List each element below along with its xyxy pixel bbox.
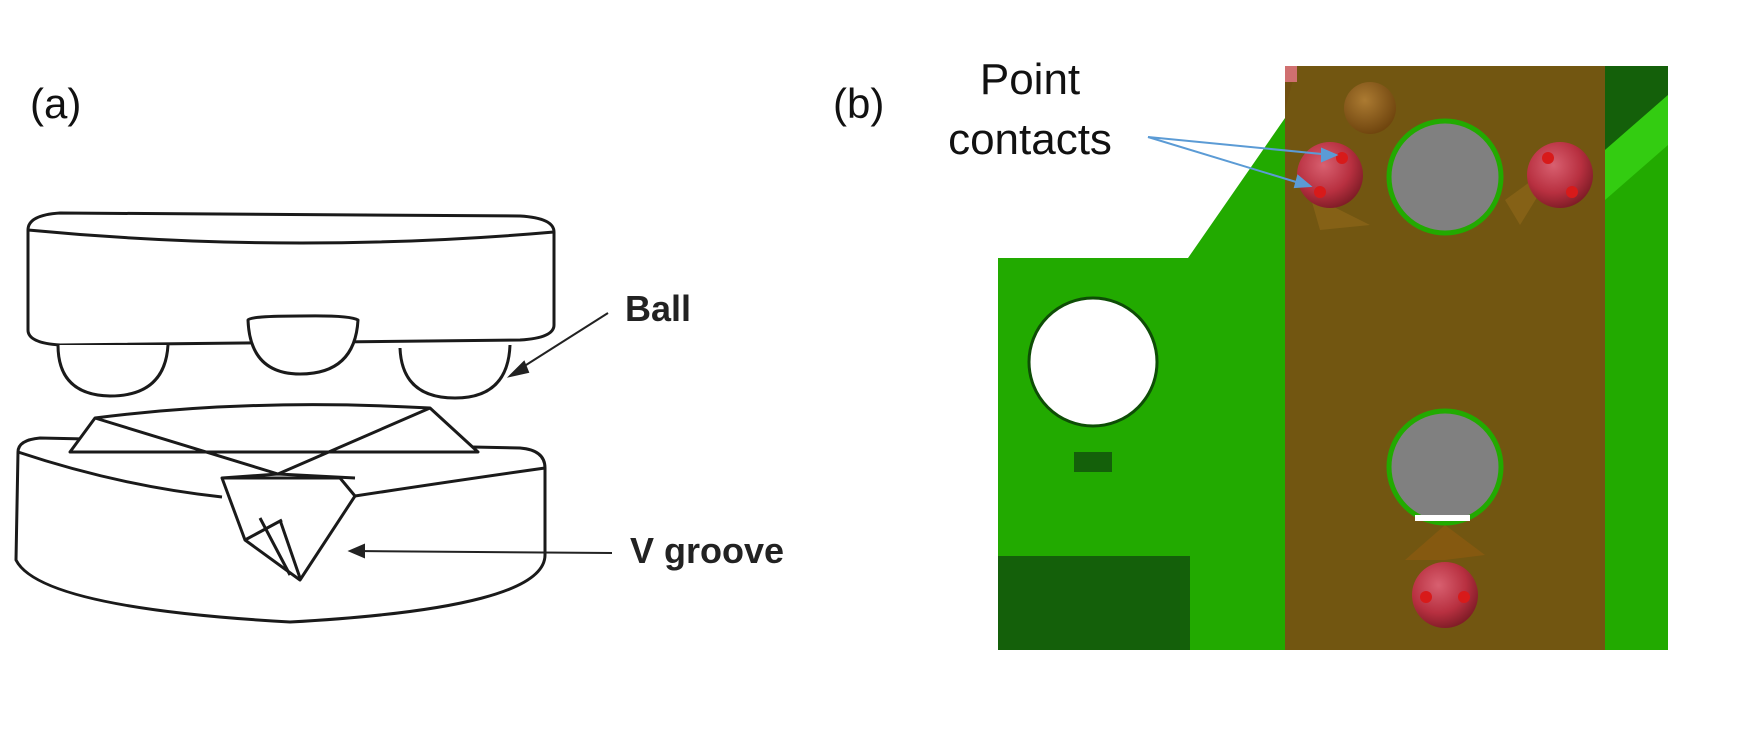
point-contacts-annotation: Point contacts xyxy=(930,50,1130,170)
v-groove-annotation: V groove xyxy=(630,530,785,571)
ball-middle xyxy=(246,314,360,376)
ball-top-right xyxy=(1527,142,1593,208)
bore-top xyxy=(1386,118,1504,236)
kinematic-coupling-drawing xyxy=(14,211,613,624)
ball-bottom xyxy=(1412,562,1478,628)
point-contacts-line1: Point xyxy=(979,55,1081,104)
ball-annotation: Ball xyxy=(625,288,692,329)
panel-a-label: (a) xyxy=(30,80,82,127)
through-hole xyxy=(1027,296,1159,428)
ball-left xyxy=(56,344,170,398)
ball-right xyxy=(398,344,512,400)
bore-bottom xyxy=(1386,408,1504,526)
ball-top-left xyxy=(1297,142,1363,208)
point-contacts-line2: contacts xyxy=(948,115,1112,164)
panel-b-label: (b) xyxy=(833,80,885,127)
top-plate xyxy=(26,211,556,347)
dark-green-block xyxy=(998,556,1190,650)
dark-green-slot xyxy=(1074,452,1112,472)
